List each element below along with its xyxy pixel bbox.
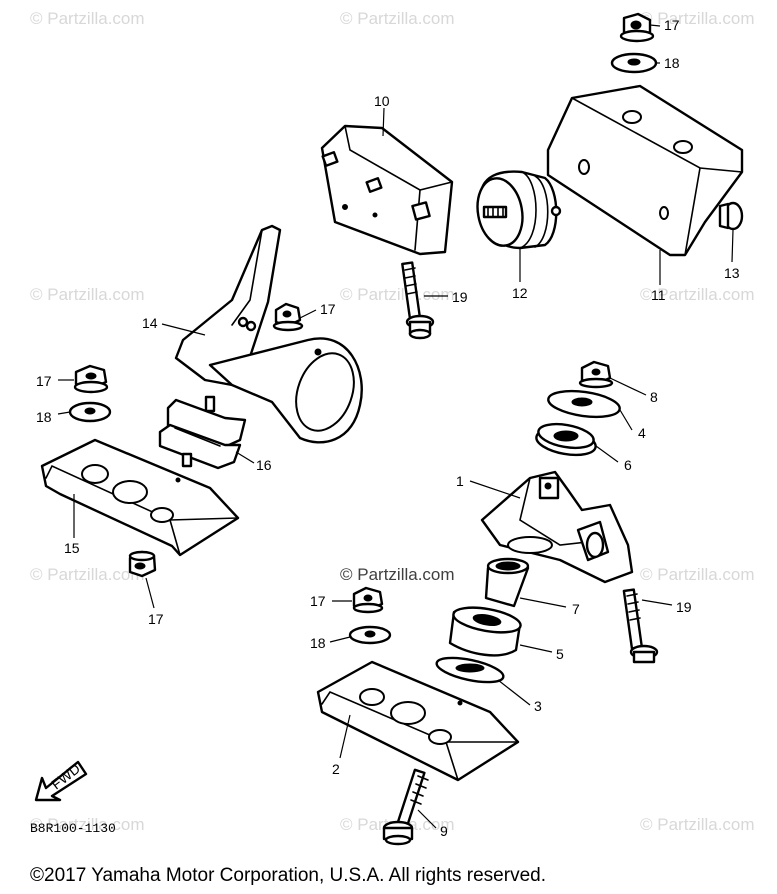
watermark: © Partzilla.com: [30, 9, 145, 28]
part-18-washer-lower-center: [348, 625, 392, 645]
part-5-bushing: [448, 606, 522, 657]
callout-18: 18: [310, 635, 326, 651]
callout-14: 14: [142, 315, 158, 331]
part-13-cap-nut: [718, 201, 744, 231]
watermark-layer: © Partzilla.com © Partzilla.com © Partzi…: [30, 9, 755, 834]
callout-11: 11: [651, 287, 666, 303]
part-2-lower-plate: [316, 660, 520, 782]
part-10-bracket: [320, 124, 454, 256]
part-17-nut-lower-left: [128, 550, 157, 578]
part-17-nut-left: [73, 364, 109, 394]
callout-8: 8: [650, 389, 658, 405]
callout-3: 3: [534, 698, 542, 714]
part-7-collar: [484, 557, 530, 608]
diagram-code: B8R100-1130: [30, 821, 116, 836]
callout-layer: 17 18 10 12 11 13 19 14 17 17 18 16 15 1…: [36, 17, 740, 839]
part-14-side-bracket: [174, 224, 363, 444]
part-6-spacer: [535, 422, 597, 457]
part-8-nut: [578, 360, 614, 389]
callout-16: 16: [256, 457, 272, 473]
part-18-washer-left: [68, 401, 112, 423]
callout-10: 10: [374, 93, 390, 109]
callout-5: 5: [556, 646, 564, 662]
part-12-rubber-mount: [476, 170, 562, 250]
part-17-nut-top: [619, 12, 655, 43]
callout-18: 18: [36, 409, 52, 425]
watermark: © Partzilla.com: [640, 815, 755, 834]
callout-17: 17: [664, 17, 680, 33]
part-11-cover-plate: [546, 84, 744, 257]
callout-6: 6: [624, 457, 632, 473]
watermark: © Partzilla.com: [640, 565, 755, 584]
callout-19: 19: [676, 599, 692, 615]
part-17-nut-bracket: [272, 302, 304, 332]
leader-lines: [57, 24, 734, 829]
part-1-front-bracket: [480, 470, 634, 584]
watermark: © Partzilla.com: [30, 565, 145, 584]
callout-7: 7: [572, 601, 580, 617]
part-18-washer-top: [610, 52, 658, 74]
part-9-long-bolt: [382, 768, 429, 846]
watermark: © Partzilla.com: [340, 9, 455, 28]
part-19-bolt-right: [622, 588, 659, 664]
watermark: © Partzilla.com: [340, 285, 455, 304]
callout-2: 2: [332, 761, 340, 777]
part-16-damper: [158, 395, 247, 470]
callout-19: 19: [452, 289, 468, 305]
watermark: © Partzilla.com: [30, 285, 145, 304]
watermark: © Partzilla.com: [640, 285, 755, 304]
watermark: © Partzilla.com: [640, 9, 755, 28]
watermark: © Partzilla.com: [30, 815, 145, 834]
callout-17: 17: [36, 373, 52, 389]
callout-4: 4: [638, 425, 646, 441]
part-4-washer: [547, 389, 621, 419]
callout-9: 9: [440, 823, 448, 839]
callout-17: 17: [148, 611, 164, 627]
callout-13: 13: [724, 265, 740, 281]
watermark: © Partzilla.com: [340, 565, 455, 584]
part-3-washer: [435, 656, 505, 684]
callout-12: 12: [512, 285, 528, 301]
part-15-lower-plate: [40, 438, 240, 557]
callout-1: 1: [456, 473, 464, 489]
callout-15: 15: [64, 540, 80, 556]
fwd-arrow-icon: FWD: [34, 760, 88, 802]
part-17-nut-lower-center: [352, 586, 384, 614]
callout-18: 18: [664, 55, 680, 71]
copyright-notice: ©2017 Yamaha Motor Corporation, U.S.A. A…: [30, 865, 546, 886]
callout-17: 17: [320, 301, 336, 317]
part-19-bolt-upper: [401, 261, 435, 340]
callout-17: 17: [310, 593, 326, 609]
